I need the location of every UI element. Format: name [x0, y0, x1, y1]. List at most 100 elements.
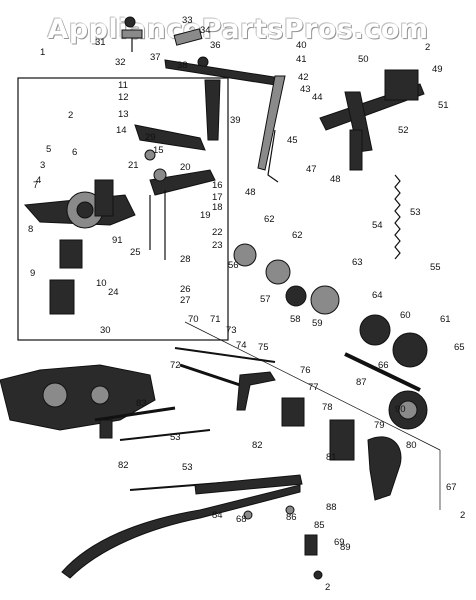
- callout-73: 73: [226, 325, 237, 336]
- callout-5: 5: [46, 144, 51, 155]
- callout-30: 30: [100, 325, 111, 336]
- callout-26: 26: [180, 284, 191, 295]
- pin-rod: [179, 363, 241, 387]
- callout-53: 53: [410, 207, 421, 218]
- callout-77: 77: [308, 382, 319, 393]
- callout-34: 34: [200, 25, 211, 36]
- callout-88: 88: [326, 502, 337, 513]
- callout-13: 13: [118, 109, 129, 120]
- callout-50: 50: [358, 54, 369, 65]
- lower-bar: [194, 474, 303, 495]
- callout-52: 52: [398, 125, 409, 136]
- callout-66: 66: [378, 360, 389, 371]
- callout-39: 39: [230, 115, 241, 126]
- callout-48: 48: [245, 187, 256, 198]
- callout-83: 83: [136, 398, 147, 409]
- callout-23: 23: [212, 240, 223, 251]
- callout-12: 12: [118, 92, 129, 103]
- callout-75: 75: [258, 342, 269, 353]
- callout-59: 59: [312, 318, 323, 329]
- callout-7: 7: [33, 180, 38, 191]
- callout-11: 11: [118, 80, 128, 91]
- callout-48: 48: [330, 174, 341, 185]
- callout-65: 65: [454, 342, 465, 353]
- callout-2: 2: [425, 42, 430, 53]
- callout-60: 60: [400, 310, 411, 321]
- callout-1: 1: [40, 47, 45, 58]
- callout-2: 2: [460, 510, 465, 521]
- callout-54: 54: [372, 220, 383, 231]
- callout-6: 6: [72, 147, 77, 158]
- cam-stack: [233, 243, 428, 430]
- machine-bed-assembly: [0, 364, 156, 439]
- callout-82: 82: [118, 460, 129, 471]
- top-screw-assembly: [121, 16, 209, 68]
- right-lever-bar: [319, 69, 425, 171]
- callout-41: 41: [296, 54, 307, 65]
- callout-78: 78: [322, 402, 333, 413]
- callout-53: 53: [170, 432, 181, 443]
- frame-guide: [184, 321, 441, 451]
- callout-71: 71: [210, 314, 221, 325]
- callout-32: 32: [115, 57, 126, 68]
- lower-linkage: [236, 371, 402, 501]
- callout-24: 24: [108, 287, 119, 298]
- callout-17: 17: [212, 192, 223, 203]
- callout-55: 55: [430, 262, 441, 273]
- callout-61: 61: [440, 314, 451, 325]
- callout-22: 22: [212, 227, 223, 238]
- subassembly-frame: [17, 77, 229, 341]
- callout-2: 2: [325, 582, 330, 593]
- callout-53: 53: [182, 462, 193, 473]
- callout-89: 89: [340, 542, 351, 553]
- callout-47: 47: [306, 164, 317, 175]
- callout-19: 19: [200, 210, 211, 221]
- bed-frame-casting: [23, 124, 216, 315]
- callout-91: 91: [112, 235, 123, 246]
- callout-64: 64: [372, 290, 383, 301]
- long-lever-arm: [61, 484, 301, 579]
- callout-2: 2: [68, 110, 73, 121]
- callout-79: 79: [374, 420, 385, 431]
- callout-33: 33: [182, 15, 193, 26]
- callout-16: 16: [212, 180, 223, 191]
- callout-76: 76: [300, 365, 311, 376]
- callout-62: 62: [292, 230, 303, 241]
- callout-81: 81: [326, 452, 337, 463]
- callout-25: 25: [130, 247, 141, 258]
- spring: [394, 174, 401, 260]
- callout-51: 51: [438, 100, 449, 111]
- callout-31: 31: [95, 37, 106, 48]
- callout-45: 45: [287, 135, 298, 146]
- callout-44: 44: [312, 92, 323, 103]
- callout-63: 63: [352, 257, 363, 268]
- callout-62: 62: [264, 214, 275, 225]
- callout-42: 42: [298, 72, 309, 83]
- callout-36: 36: [210, 40, 221, 51]
- callout-74: 74: [236, 340, 247, 351]
- callout-40: 40: [296, 40, 307, 51]
- pin-rod: [174, 347, 276, 363]
- upper-feed-bar: [164, 59, 286, 171]
- callout-67: 67: [446, 482, 457, 493]
- lower-rod: [119, 429, 211, 441]
- bottom-bracket: [243, 505, 323, 580]
- callout-58: 58: [290, 314, 301, 325]
- callout-80: 80: [406, 440, 417, 451]
- callout-38: 38: [177, 60, 188, 71]
- callout-87: 87: [356, 377, 367, 388]
- callout-82: 82: [252, 440, 263, 451]
- callout-3: 3: [40, 160, 45, 171]
- callout-27: 27: [180, 295, 191, 306]
- callout-68: 68: [236, 514, 247, 525]
- callout-9: 9: [30, 268, 35, 279]
- callout-49: 49: [432, 64, 443, 75]
- callout-29: 29: [145, 132, 156, 143]
- callout-14: 14: [116, 125, 127, 136]
- callout-85: 85: [314, 520, 325, 531]
- callout-20: 20: [180, 162, 191, 173]
- callout-10: 10: [96, 278, 107, 289]
- callout-90: 90: [395, 404, 406, 415]
